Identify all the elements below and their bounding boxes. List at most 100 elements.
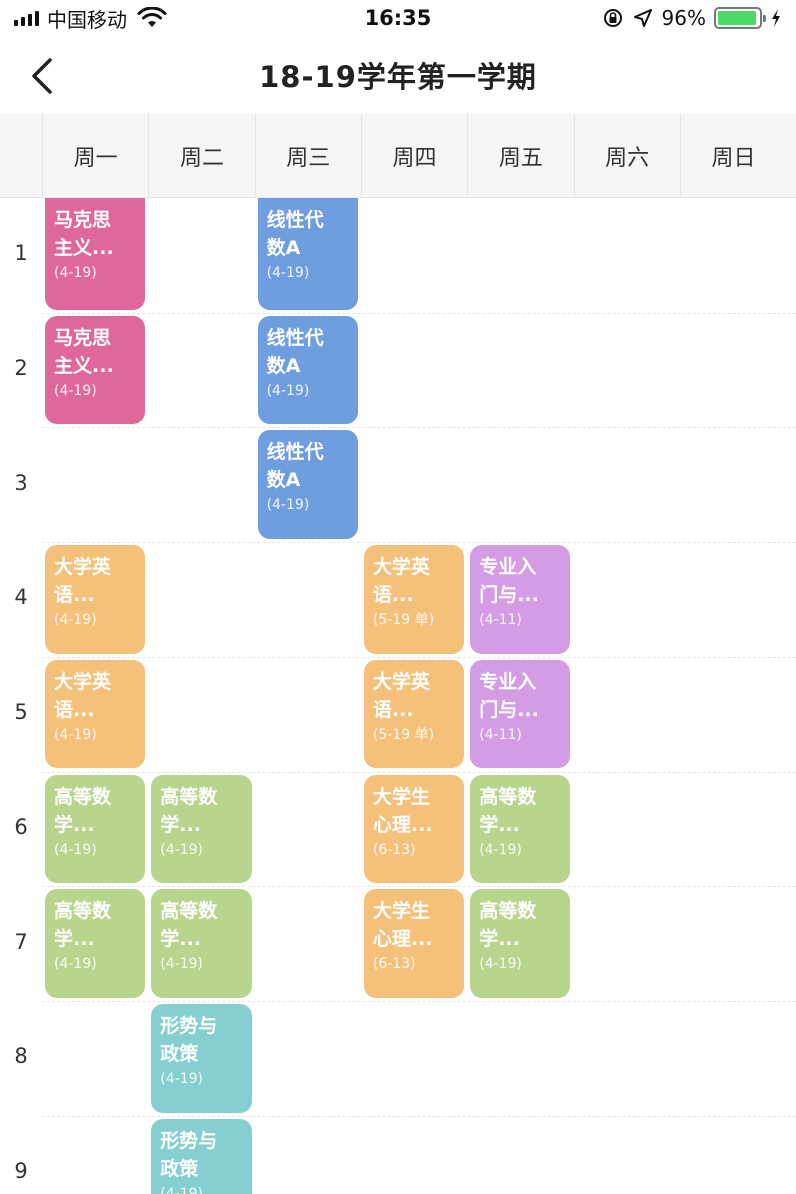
battery-icon [714,7,766,29]
course-card[interactable]: 高等数 学... (4-19) [151,774,252,884]
course-name: 大学英 语... [54,670,112,721]
course-weeks: (4-19) [54,382,97,399]
course-name: 大学生 心理... [372,900,433,951]
row-divider [42,542,796,544]
course-name: 专业入 门与... [479,556,539,607]
weekday-6: 周六 [573,114,680,198]
course-weeks: (4-19) [266,497,310,514]
period-label-4: 4 [14,585,28,610]
course-weeks: (4-19) [266,265,310,281]
course-weeks: (4-19) [54,612,97,629]
battery-fill [718,11,757,25]
course-card[interactable]: 高等数 学... (4-19) [470,889,571,998]
course-card[interactable]: 大学英 语... (4-19) [45,659,146,769]
course-card[interactable]: 高等数 学... (4-19) [470,774,571,884]
period-label-2: 2 [14,356,28,381]
course-name: 马克思 主义... [54,326,114,377]
back-button[interactable] [20,54,64,98]
course-card[interactable]: 大学英 语... (5-19 单) [363,659,465,769]
week-header: 周一周二周三周四周五周六周日 [0,114,796,198]
period-label-8: 8 [14,1044,28,1069]
course-card[interactable]: 线性代 数A (4-19) [257,430,358,540]
course-card[interactable]: 线性代 数A (4-19) [257,315,358,425]
weekday-7: 周日 [679,114,786,198]
course-card[interactable]: 大学英 语...(5-19 单) [363,545,465,654]
course-weeks: (5-19 单) [372,726,435,743]
course-name: 高等数 学... [54,785,112,836]
period-label-9: 9 [14,1158,28,1183]
status-time: 16:35 [364,6,432,30]
charging-bolt-icon [772,9,780,27]
weekday-3: 周三 [254,114,361,198]
course-card[interactable]: 大学生 心理...(6-13) [363,774,465,884]
signal-icon [14,10,39,26]
course-name: 高等数 学... [160,900,218,951]
period-label-1: 1 [14,241,28,266]
course-name: 线性代 数A [266,326,324,377]
course-card[interactable]: 大学生 心理...(6-13) [363,889,465,998]
course-card[interactable]: 线性代 数A (4-19) [257,198,358,310]
row-divider [42,771,796,773]
row-divider [42,312,796,314]
week-header-corner [0,114,42,198]
course-card[interactable]: 高等数 学... (4-19) [45,774,146,884]
carrier-name: 中国移动 [47,7,127,32]
weekday-5: 周五 [467,114,573,198]
status-bar: 中国移动 16:35 96% [0,0,796,36]
battery-cap [763,15,766,22]
weekday-4: 周四 [360,114,467,198]
course-name: 高等数 学... [479,900,537,951]
course-weeks: (4-19) [160,841,203,858]
course-weeks: (4-19) [479,841,522,858]
course-card[interactable]: 高等数 学...(4-19) [45,889,146,998]
row-divider [42,656,796,658]
course-name: 高等数 学... [160,785,218,836]
row-divider [42,427,796,429]
course-card[interactable]: 马克思 主义...(4-19) [45,198,146,310]
weekday-1: 周一 [42,114,148,198]
course-weeks: (4-19) [160,1070,203,1087]
course-card[interactable]: 形势与 政策(4-19) [151,1003,252,1113]
row-divider [42,1000,796,1002]
battery-percentage: 96% [661,6,706,30]
course-weeks: (4-19) [54,841,97,858]
course-name: 大学英 语... [372,670,430,721]
course-weeks: (4-19) [54,956,97,973]
course-weeks: (4-19) [266,382,310,399]
course-name: 高等数 学... [479,785,537,836]
course-weeks: (4-19) [160,1185,203,1194]
period-label-7: 7 [14,929,28,954]
course-card[interactable]: 专业入 门与... (4-11) [470,659,571,769]
course-card[interactable]: 形势与 政策 (4-19) [151,1118,252,1194]
course-name: 线性代 数A [266,209,324,259]
rotation-lock-icon [603,9,622,27]
nav-bar: 18-19学年第一学期 [0,36,796,114]
course-weeks: (4-19) [160,956,203,973]
course-card[interactable]: 专业入 门与...(4-11) [470,545,571,654]
course-card[interactable]: 马克思 主义... (4-19) [45,315,146,425]
row-divider [42,1115,796,1117]
period-label-5: 5 [14,700,28,725]
weekday-2: 周二 [148,114,254,198]
course-weeks: (4-19) [54,726,97,743]
course-name: 大学英 语... [54,556,112,607]
course-name: 形势与 政策 [160,1129,218,1180]
period-label-6: 6 [14,814,28,839]
period-label-3: 3 [14,470,28,495]
course-name: 专业入 门与... [479,670,539,721]
row-divider [42,886,796,888]
page-title: 18-19学年第一学期 [259,60,537,94]
course-card[interactable]: 大学英 语... (4-19) [45,545,146,654]
course-weeks: (4-19) [54,265,97,281]
course-card[interactable]: 高等数 学... (4-19) [151,889,252,998]
course-weeks: (4-11) [479,726,522,743]
wifi-icon [137,7,167,27]
course-name: 大学英 语... [372,556,430,607]
status-left: 中国移动 [14,6,167,32]
course-name: 大学生 心理... [372,785,433,836]
location-arrow-icon [633,9,652,27]
course-name: 线性代 数A [266,441,324,492]
status-right: 96% [602,6,782,30]
course-weeks: (4-19) [479,956,522,973]
